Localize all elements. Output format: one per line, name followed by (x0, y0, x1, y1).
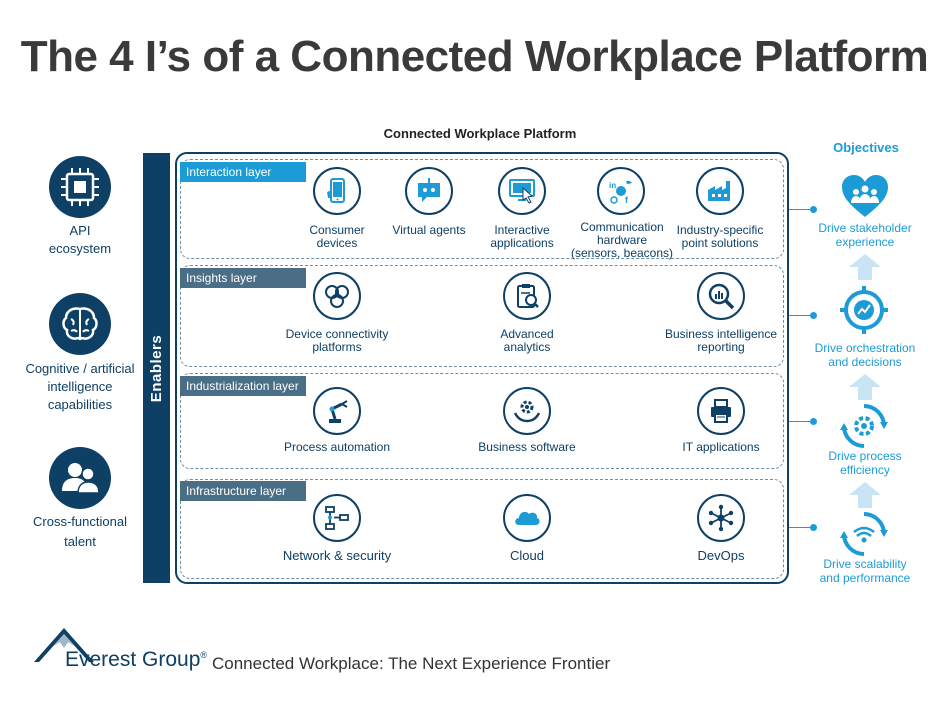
enabler-label-api: API ecosystem (48, 223, 112, 256)
connector-1 (789, 209, 813, 210)
target-icon (838, 284, 890, 336)
objective-orchestration-decisions: Drive orchestration and decisions (814, 341, 916, 369)
hub-icon (697, 494, 745, 542)
svg-text:in: in (609, 181, 616, 190)
gear-cycle-icon (840, 402, 888, 450)
item-consumer-devices: Consumer devices (309, 223, 365, 250)
item-virtual-agents: Virtual agents (392, 223, 466, 237)
factory-icon (696, 167, 744, 215)
item-business-intelligence: Business intelligence reporting (664, 327, 778, 354)
platform-title: Connected Workplace Platform (383, 126, 577, 141)
connector-dot-2 (810, 312, 817, 319)
logo-trademark: ® (200, 650, 208, 660)
connector-dot-3 (810, 418, 817, 425)
chatbot-icon (405, 167, 453, 215)
item-cloud: Cloud (510, 548, 544, 563)
wifi-cycle-icon (840, 510, 888, 558)
connector-dot-4 (810, 524, 817, 531)
enablers-label: Enablers (148, 334, 165, 402)
heart-people-icon (840, 173, 890, 219)
magnifier-chart-icon (697, 272, 745, 320)
connectivity-icon (313, 272, 361, 320)
layer-tag-industrialization: Industrialization layer (180, 376, 306, 396)
item-interactive-applications: Interactive applications (490, 223, 554, 250)
up-arrow-2 (849, 374, 881, 400)
item-advanced-analytics: Advanced analytics (500, 327, 554, 354)
clipboard-analytics-icon (503, 272, 551, 320)
connector-4 (789, 527, 813, 528)
connector-dot-1 (810, 206, 817, 213)
logo-text: Everest Group (65, 648, 201, 671)
item-communication-hardware: Communication hardware (sensors, beacons… (570, 220, 674, 260)
chip-icon (49, 156, 111, 218)
item-device-connectivity: Device connectivity platforms (285, 327, 389, 354)
footer-caption: Connected Workplace: The Next Experience… (212, 654, 611, 673)
slide-title: The 4 I’s of a Connected Workplace Platf… (20, 32, 929, 81)
interaction-layer (180, 159, 784, 259)
gear-hands-icon (503, 387, 551, 435)
everest-logo-mountain (34, 626, 94, 664)
up-arrow-3 (849, 482, 881, 508)
touch-screen-icon (498, 167, 546, 215)
item-process-automation: Process automation (283, 440, 391, 454)
enabler-label-talent: Cross-functional talent (33, 514, 127, 549)
robot-arm-icon (313, 387, 361, 435)
enablers-bar (143, 153, 170, 583)
layer-tag-interaction: Interaction layer (180, 162, 306, 182)
up-arrow-1 (849, 254, 881, 280)
objectives-title: Objectives (833, 140, 899, 155)
item-business-software: Business software (478, 440, 576, 454)
industrialization-layer (180, 373, 784, 469)
printer-icon (697, 387, 745, 435)
connector-2 (789, 315, 813, 316)
phone-icon (313, 167, 361, 215)
item-industry-specific: Industry-specific point solutions (676, 223, 764, 250)
objective-process-efficiency: Drive process efficiency (828, 449, 902, 477)
layer-tag-insights: Insights layer (180, 268, 306, 288)
platform-container (175, 152, 789, 584)
objective-scalability-performance: Drive scalability and performance (819, 557, 911, 585)
connector-3 (789, 421, 813, 422)
insights-layer (180, 265, 784, 367)
layer-tag-infrastructure: Infrastructure layer (180, 481, 306, 501)
people-icon (49, 447, 111, 509)
enabler-label-cognitive: Cognitive / artificial intelligence capa… (25, 361, 135, 412)
item-devops: DevOps (697, 548, 745, 563)
svg-text:f: f (625, 195, 629, 205)
item-network-security: Network & security (282, 548, 392, 563)
infrastructure-layer (180, 479, 784, 579)
cloud-icon (503, 494, 551, 542)
objective-stakeholder-experience: Drive stakeholder experience (818, 221, 912, 249)
network-flow-icon (313, 494, 361, 542)
brain-icon (49, 293, 111, 355)
item-it-applications: IT applications (682, 440, 760, 454)
